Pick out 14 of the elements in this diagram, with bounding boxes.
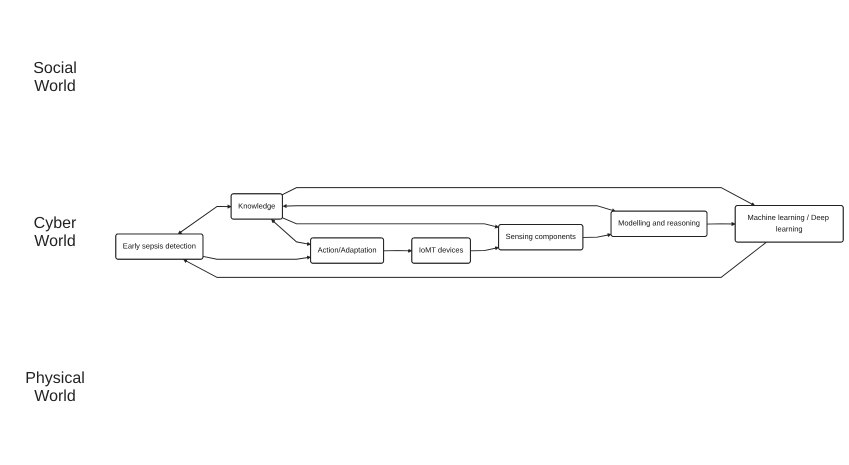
arrow <box>282 217 500 228</box>
arrow <box>282 187 756 206</box>
arrow <box>183 242 767 278</box>
world-label: Physical World <box>24 370 86 406</box>
arrow <box>706 222 736 226</box>
world-label: Cyber World <box>32 214 78 250</box>
arrow <box>470 246 500 252</box>
world-label: Social World <box>32 60 78 96</box>
arrow <box>202 256 311 260</box>
arrow <box>582 233 612 238</box>
arrow <box>383 248 412 253</box>
arrow <box>282 204 616 212</box>
arrow <box>271 219 311 246</box>
arrow <box>178 204 232 234</box>
